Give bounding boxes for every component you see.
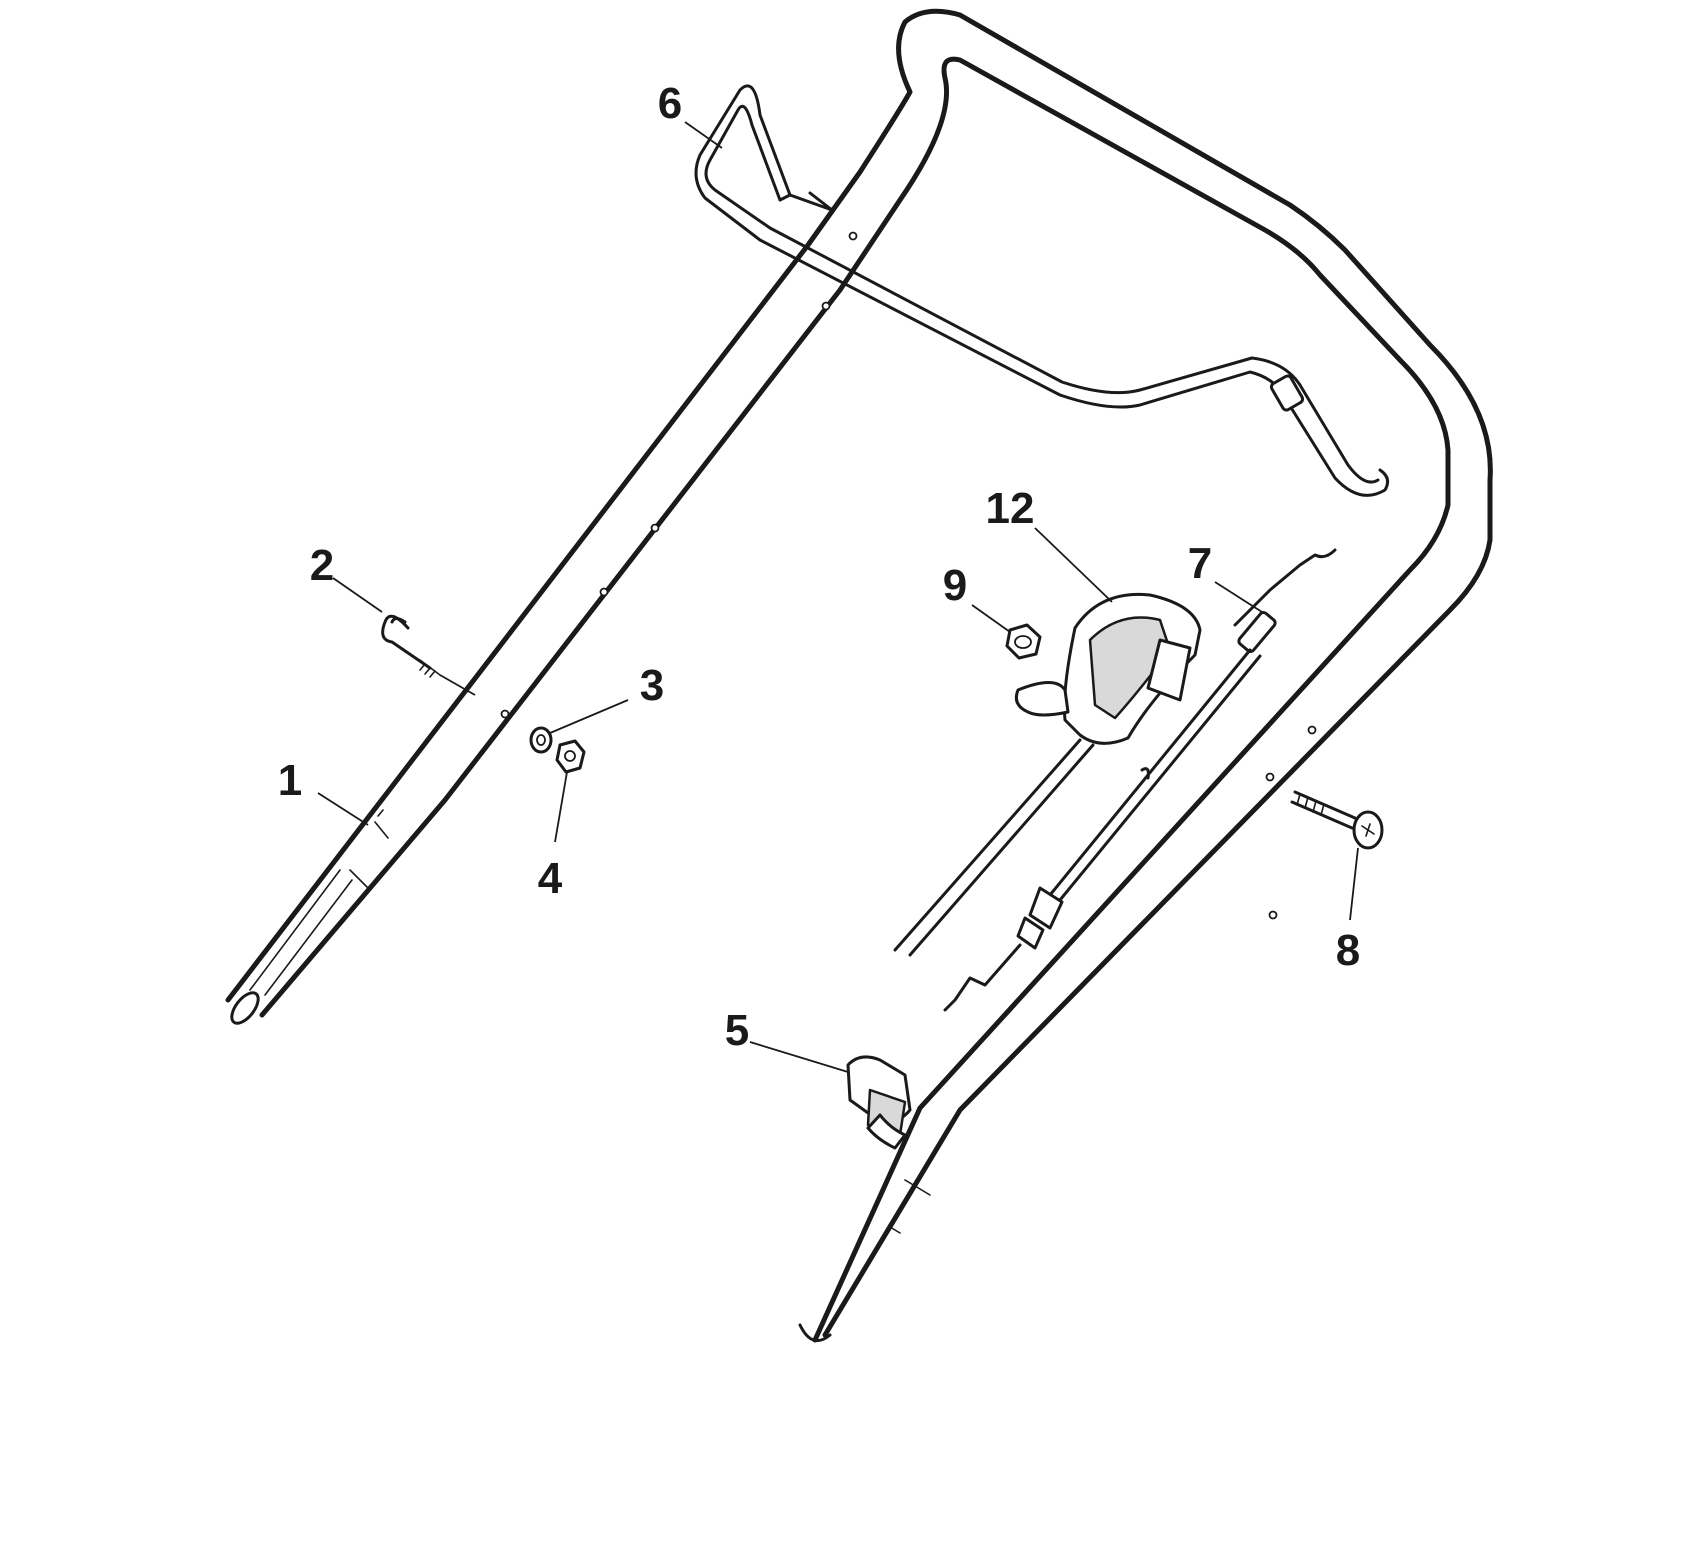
part-9-nut bbox=[1005, 623, 1042, 660]
callout-5: 5 bbox=[725, 1006, 749, 1055]
leader-3 bbox=[549, 699, 629, 734]
leader-5 bbox=[749, 1041, 849, 1073]
callout-3: 3 bbox=[640, 661, 664, 710]
callout-8: 8 bbox=[1336, 926, 1360, 975]
callouts: 1 2 3 4 5 6 7 8 9 12 bbox=[278, 79, 1360, 1055]
part-4-nut bbox=[555, 739, 586, 774]
callout-12: 12 bbox=[986, 484, 1035, 533]
part-3-washer bbox=[529, 726, 553, 754]
callout-9: 9 bbox=[943, 561, 967, 610]
callout-4: 4 bbox=[538, 854, 563, 903]
part-12-control-lever bbox=[893, 592, 1202, 957]
leader-8 bbox=[1349, 847, 1359, 921]
callout-7: 7 bbox=[1188, 539, 1212, 588]
part-5-cable-clip bbox=[846, 1055, 912, 1150]
leader-1 bbox=[317, 792, 369, 826]
leader-7 bbox=[1214, 581, 1263, 613]
part-8-bolt bbox=[1290, 790, 1384, 850]
part-2-hook-bolt bbox=[381, 614, 441, 678]
leader-lines bbox=[317, 121, 1359, 1073]
leader-4 bbox=[554, 771, 568, 843]
part-1-handle-tube bbox=[225, 8, 1493, 1343]
leader-12 bbox=[1034, 527, 1113, 603]
callout-6: 6 bbox=[658, 79, 682, 128]
leader-6 bbox=[684, 121, 723, 149]
callout-1: 1 bbox=[278, 756, 302, 805]
leader-9 bbox=[971, 604, 1011, 633]
callout-2: 2 bbox=[310, 541, 334, 590]
part-7-control-cable bbox=[943, 548, 1337, 1012]
part-6-control-bar bbox=[694, 84, 1390, 497]
leader-2 bbox=[332, 577, 383, 613]
leader-2b bbox=[439, 674, 476, 696]
